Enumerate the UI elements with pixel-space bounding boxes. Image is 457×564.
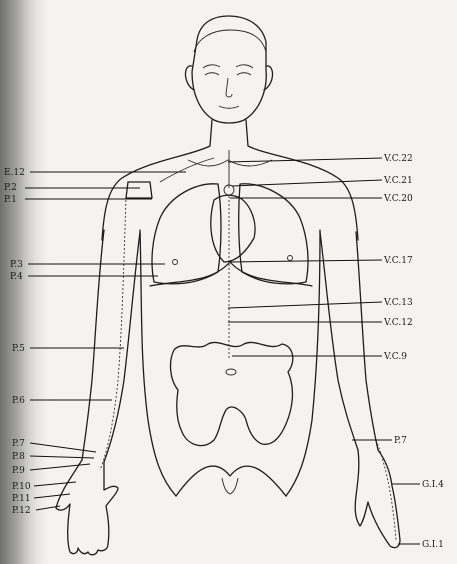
- heart-and-trachea: [211, 150, 255, 360]
- colon: [171, 342, 293, 445]
- label-p2: P.2: [4, 183, 17, 193]
- label-p8: P.8: [12, 452, 25, 462]
- label-p3: P.3: [10, 260, 23, 270]
- label-vc22: V.C.22: [383, 154, 413, 164]
- label-p5: P.5: [12, 344, 25, 354]
- labels-right: V.C.22 V.C.21 V.C.20 V.C.17 V.C.13 V.C.1…: [383, 154, 444, 550]
- meridian-chest-path: [126, 182, 152, 198]
- label-vc9: V.C.9: [383, 352, 407, 362]
- right-arm: [320, 232, 400, 548]
- label-p9: P.9: [12, 466, 25, 476]
- label-vc17: V.C.17: [383, 256, 413, 266]
- label-p7: P.7: [12, 439, 25, 449]
- label-vc20: V.C.20: [383, 194, 413, 204]
- label-p1: P.1: [4, 195, 17, 205]
- label-vc13: V.C.13: [383, 298, 413, 308]
- label-p6: P.6: [12, 396, 25, 406]
- left-arm: [56, 196, 140, 555]
- label-vc21: V.C.21: [383, 176, 413, 186]
- label-p11: P.11: [12, 494, 31, 504]
- lungs: [152, 184, 308, 284]
- label-p12: P.12: [12, 506, 31, 516]
- label-p10: P.10: [12, 482, 31, 492]
- label-right-p7: P.7: [394, 436, 407, 446]
- label-e12: E.12: [4, 168, 25, 178]
- label-p4: P.4: [10, 272, 23, 282]
- leader-lines-right: [228, 158, 420, 544]
- diaphragm: [150, 262, 312, 286]
- label-gi4: G.I.4: [422, 480, 444, 490]
- head: [185, 16, 272, 123]
- meridian-neck-path: [160, 158, 214, 182]
- scan-edge-shadow: [0, 0, 52, 564]
- label-vc12: V.C.12: [383, 318, 413, 328]
- label-gi1: G.I.1: [422, 540, 444, 550]
